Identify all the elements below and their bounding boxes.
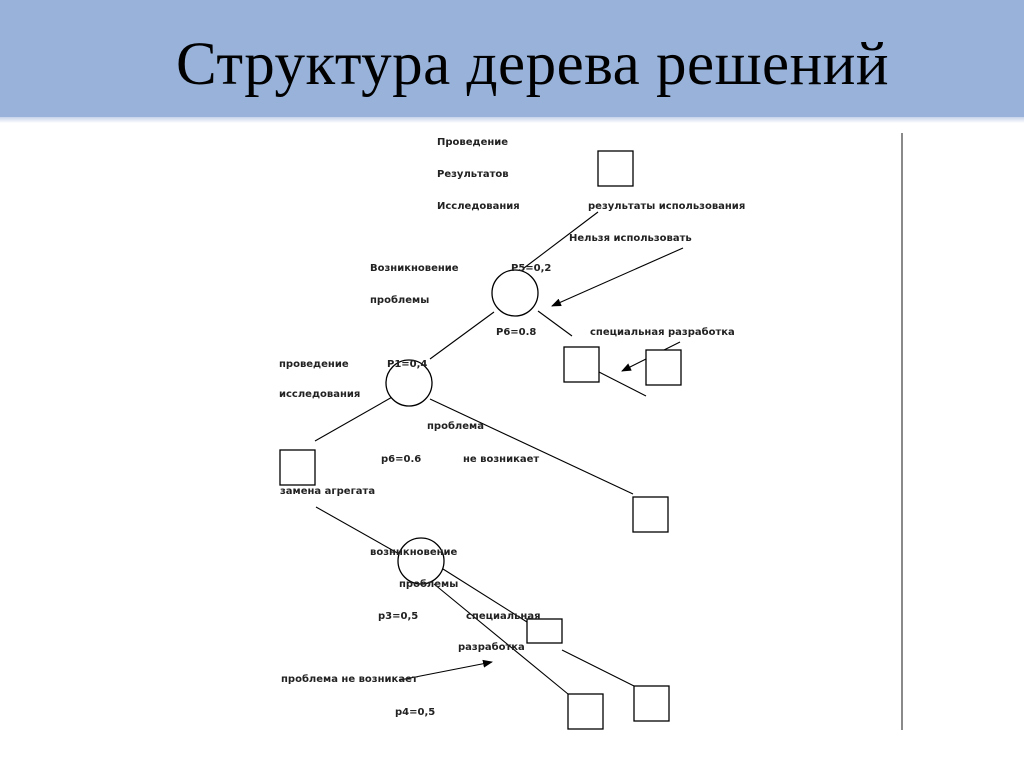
outcome-box-spec-right xyxy=(645,349,682,386)
outcome-box-spec-left xyxy=(563,346,600,383)
chance-node-upper xyxy=(491,269,539,317)
label-problemy-lower: проблемы xyxy=(399,578,458,590)
label-provedenie-mid: проведение xyxy=(279,359,349,370)
label-provedenie-top: Проведение xyxy=(437,137,508,148)
chance-node-middle xyxy=(385,359,433,407)
label-spec-razrabotka-upper: специальная разработка xyxy=(590,326,735,338)
label-p1: P1=0,4 xyxy=(387,359,427,370)
decision-box-root xyxy=(279,449,316,486)
edge-spec-box-branch xyxy=(598,371,647,397)
label-problema-ne-voznikaet: проблема не возникает xyxy=(281,673,418,685)
slide-title: Структура дерева решений xyxy=(176,31,890,98)
diagram-canvas xyxy=(120,127,905,737)
label-rezultatov: Результатов xyxy=(437,169,509,180)
label-specialnaya: специальная xyxy=(466,611,541,622)
label-issledovaniya-mid: исследования xyxy=(279,389,360,400)
label-ne-voznikaet: не возникает xyxy=(463,454,539,465)
edge-chance-to-no-problem-box xyxy=(429,398,634,495)
edge-spec-box-to-right-box xyxy=(561,649,635,687)
edge-lower-chance-to-bottom-box xyxy=(433,583,569,695)
label-vozniknovenie-lower: возникновение xyxy=(370,547,458,558)
edge-lower-chance-to-spec-box xyxy=(442,568,528,623)
label-zamena-agregata: замена агрегата xyxy=(280,486,375,497)
scan-edge-line xyxy=(901,133,903,730)
label-p5: P5=0,2 xyxy=(511,263,551,274)
label-nelzya-ispolzovat: Нельзя использовать xyxy=(569,233,692,244)
edge-upper-chance-to-result-box xyxy=(523,211,599,269)
label-problema: проблема xyxy=(427,420,484,432)
label-vozniknovenie-upper: Возникновение xyxy=(370,263,459,274)
title-band xyxy=(0,0,1024,117)
chance-node-lower xyxy=(397,537,445,585)
label-problemy-upper: проблемы xyxy=(370,294,429,306)
outcome-box-top xyxy=(597,150,634,187)
arrow-problema-ne-voznikaet xyxy=(399,659,493,681)
label-p6-mid: р6=0.6 xyxy=(381,454,421,465)
edge-root-to-chance xyxy=(314,395,395,442)
label-p4: р4=0,5 xyxy=(395,707,435,718)
label-razrabotka: разработка xyxy=(458,641,525,653)
outcome-box-lower-spec xyxy=(526,618,563,644)
edge-upper-chance-to-spec xyxy=(537,310,573,337)
outcome-box-no-problem xyxy=(632,496,669,533)
title-band-divider xyxy=(0,117,1024,123)
label-p6-upper: P6=0.8 xyxy=(496,327,536,338)
label-rezultaty-ispolzovaniya: результаты использования xyxy=(588,201,745,212)
label-p3: р3=0,5 xyxy=(378,611,418,622)
edge-chance-to-upper-chance xyxy=(429,311,495,360)
edge-root-to-lower-chance xyxy=(315,506,402,556)
outcome-box-bottom-left xyxy=(567,693,604,730)
outcome-box-bottom-right xyxy=(633,685,670,722)
arrow-nelzya-ispolzovat xyxy=(551,247,684,307)
label-issledovaniya-top: Исследования xyxy=(437,201,520,212)
